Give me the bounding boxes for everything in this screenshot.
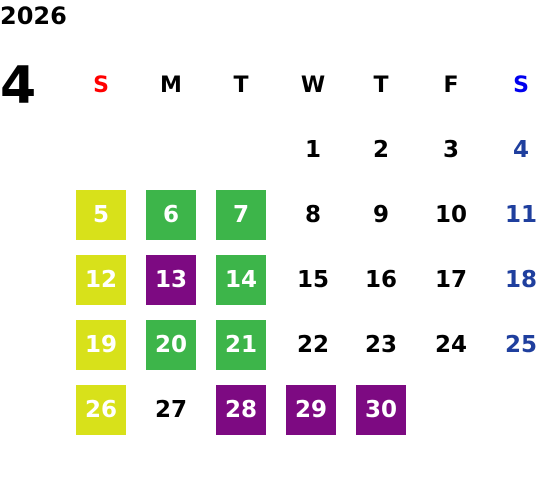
weekday-thu: T <box>373 72 389 98</box>
weekday-sat: S <box>513 72 529 98</box>
day-cell[interactable]: 15 <box>296 267 329 293</box>
week-row: 19 20 21 22 23 24 25 <box>66 320 548 370</box>
calendar-year: 2026 <box>0 2 67 30</box>
day-cell[interactable]: 3 <box>442 137 459 163</box>
day-cell[interactable]: 16 <box>364 267 397 293</box>
weekday-sun: S <box>93 72 109 98</box>
day-cell[interactable]: 30 <box>356 385 406 435</box>
weekday-wed: W <box>300 72 326 98</box>
day-cell[interactable]: 4 <box>512 137 529 163</box>
day-cell[interactable]: 25 <box>504 332 537 358</box>
day-cell[interactable] <box>426 385 476 435</box>
day-cell[interactable]: 24 <box>434 332 467 358</box>
day-cell[interactable] <box>146 125 196 175</box>
day-cell[interactable]: 22 <box>296 332 329 358</box>
day-cell[interactable]: 26 <box>76 385 126 435</box>
day-cell[interactable]: 21 <box>216 320 266 370</box>
day-cell[interactable]: 12 <box>76 255 126 305</box>
day-cell[interactable]: 17 <box>434 267 467 293</box>
day-cell[interactable]: 6 <box>146 190 196 240</box>
day-cell[interactable]: 9 <box>372 202 389 228</box>
day-cell[interactable]: 28 <box>216 385 266 435</box>
day-cell[interactable]: 8 <box>304 202 321 228</box>
week-row: 1 2 3 4 <box>66 125 548 175</box>
day-cell[interactable]: 7 <box>216 190 266 240</box>
weekday-fri: F <box>443 72 459 98</box>
day-cell[interactable]: 14 <box>216 255 266 305</box>
calendar-month: 4 <box>0 56 37 116</box>
day-cell[interactable]: 11 <box>504 202 537 228</box>
week-row: 5 6 7 8 9 10 11 <box>66 190 548 240</box>
day-cell[interactable]: 20 <box>146 320 196 370</box>
day-cell[interactable] <box>496 385 546 435</box>
week-row: 12 13 14 15 16 17 18 <box>66 255 548 305</box>
day-cell[interactable]: 10 <box>434 202 467 228</box>
day-cell[interactable]: 29 <box>286 385 336 435</box>
day-cell[interactable] <box>216 125 266 175</box>
day-cell[interactable]: 27 <box>154 397 187 423</box>
day-cell[interactable]: 19 <box>76 320 126 370</box>
day-cell[interactable]: 1 <box>304 137 321 163</box>
day-cell[interactable] <box>76 125 126 175</box>
day-cell[interactable]: 18 <box>504 267 537 293</box>
day-cell[interactable]: 2 <box>372 137 389 163</box>
weekday-header-row: S M T W T F S <box>66 60 548 110</box>
weekday-tue: T <box>233 72 249 98</box>
day-cell[interactable]: 23 <box>364 332 397 358</box>
week-row: 26 27 28 29 30 <box>66 385 548 435</box>
weekday-mon: M <box>160 72 182 98</box>
day-cell[interactable]: 5 <box>76 190 126 240</box>
day-cell[interactable]: 13 <box>146 255 196 305</box>
